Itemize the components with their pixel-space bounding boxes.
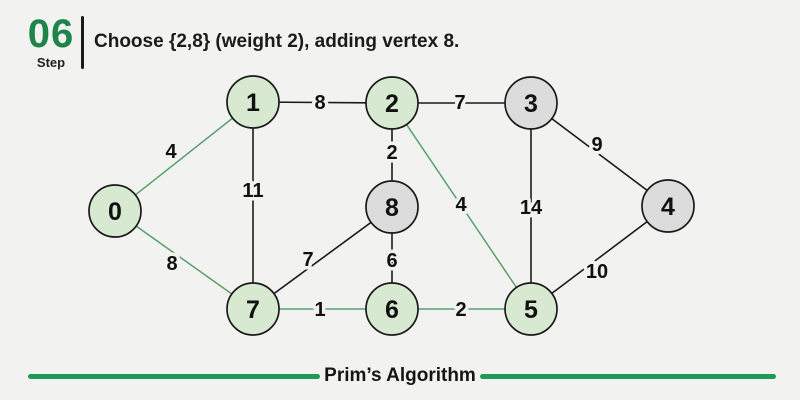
graph-node-label-0: 0 [108,198,122,226]
graph-edge-4-5 [530,205,669,310]
edge-weight-2-5: 4 [455,194,467,216]
graph-node-6 [365,282,419,336]
graph-node-label-8: 8 [385,194,399,222]
graph-node-label-2: 2 [385,90,399,118]
graph-edge-7-8 [252,206,393,310]
graph-edge-0-1 [114,101,254,212]
edge-weight-2-8: 2 [386,142,397,164]
graph-node-4 [641,179,695,233]
graph-node-label-6: 6 [385,296,399,324]
graph-node-2 [365,76,419,130]
graph-node-5 [504,282,558,336]
header-divider [81,16,84,69]
step-label: Step [36,55,66,70]
edge-weight-0-1: 4 [165,141,177,163]
step-number: 06 [27,12,75,56]
graph-node-1 [226,75,280,129]
page-title: Choose {2,8} (weight 2), adding vertex 8… [94,31,460,52]
edge-weight-5-6: 2 [455,299,466,321]
graph-node-label-3: 3 [524,90,538,118]
graph-node-label-1: 1 [246,89,260,117]
edge-weight-1-2: 8 [314,92,325,114]
graph-edge-2-5 [391,102,532,310]
graph-node-label-7: 7 [246,296,260,324]
edge-weight-3-5: 14 [520,197,543,219]
footer-rule-right [480,374,776,379]
edge-weight-1-7: 11 [242,180,263,202]
graph-node-8 [365,180,419,234]
graph-edge-0-7 [114,210,254,310]
graph-node-7 [226,282,280,336]
graph-edge-3-4 [530,102,669,207]
edge-weight-4-5: 10 [586,261,608,283]
graph-node-label-4: 4 [661,193,675,221]
edge-weight-7-8: 7 [302,249,313,271]
edge-weight-6-8: 6 [386,250,397,272]
graph-node-3 [504,76,558,130]
graph-node-label-5: 5 [524,296,538,324]
footer-rule-left [28,374,320,379]
edge-weight-3-4: 9 [591,134,602,156]
edge-weight-6-7: 1 [314,299,325,321]
footer-title: Prim’s Algorithm [324,365,476,386]
edge-weight-2-3: 7 [454,92,465,114]
graph-node-0 [88,184,142,238]
edge-weight-0-7: 8 [166,253,177,275]
